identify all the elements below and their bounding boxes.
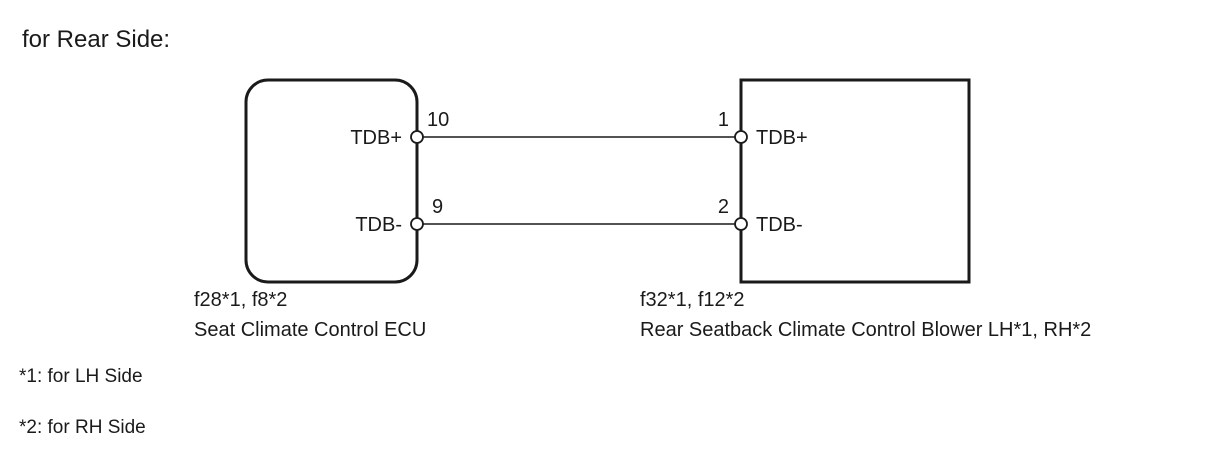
blower-name: Rear Seatback Climate Control Blower LH*… bbox=[640, 319, 1091, 341]
blower-pin-2-terminal bbox=[734, 217, 748, 231]
footnote-rh: *2: for RH Side bbox=[19, 417, 146, 438]
ecu-pin-10-terminal bbox=[410, 130, 424, 144]
blower-signal-tdb-minus: TDB- bbox=[756, 214, 803, 236]
blower-box bbox=[739, 78, 971, 284]
ecu-signal-tdb-minus: TDB- bbox=[355, 214, 402, 236]
blower-connector-code: f32*1, f12*2 bbox=[640, 289, 745, 311]
ecu-pin-number-10: 10 bbox=[427, 109, 449, 131]
blower-signal-tdb-plus: TDB+ bbox=[756, 127, 808, 149]
blower-pin-1-terminal bbox=[734, 130, 748, 144]
blower-pin-number-1: 1 bbox=[718, 109, 729, 131]
ecu-pin-number-9: 9 bbox=[432, 196, 443, 218]
ecu-signal-tdb-plus: TDB+ bbox=[350, 127, 402, 149]
ecu-pin-9-terminal bbox=[410, 217, 424, 231]
diagram-title: for Rear Side: bbox=[22, 26, 170, 53]
blower-pin-number-2: 2 bbox=[718, 196, 729, 218]
ecu-connector-code: f28*1, f8*2 bbox=[194, 289, 287, 311]
ecu-name: Seat Climate Control ECU bbox=[194, 319, 426, 341]
ecu-box bbox=[244, 78, 419, 284]
footnote-lh: *1: for LH Side bbox=[19, 366, 143, 387]
